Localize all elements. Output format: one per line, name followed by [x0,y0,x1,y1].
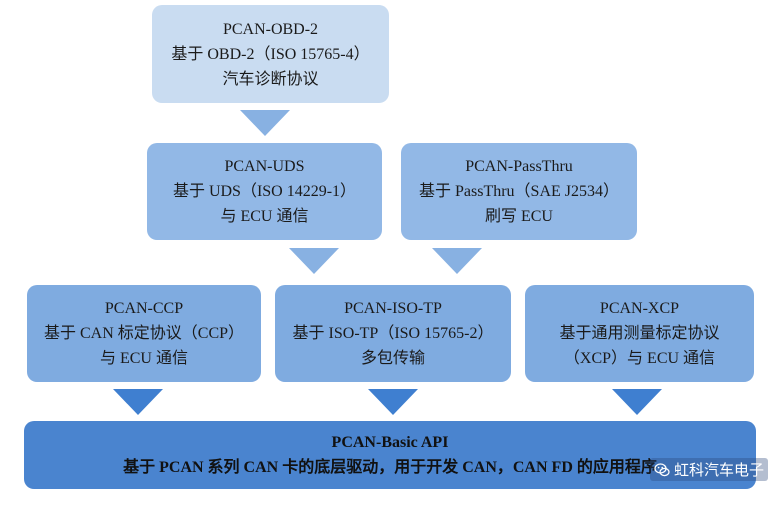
pcan-xcp-box: PCAN-XCP 基于通用测量标定协议 （XCP）与 ECU 通信 [525,285,754,382]
pcan-ccp-desc2: 与 ECU 通信 [99,350,188,367]
pcan-uds-desc: 基于 UDS（ISO 14229-1） [172,183,357,200]
arrow-down-icon [113,389,163,415]
watermark: 虹科汽车电子 [649,458,768,481]
pcan-obd2-desc2: 汽车诊断协议 [222,70,319,88]
pcan-obd2-box: PCAN-OBD-2 基于 OBD-2（ISO 15765-4） 汽车诊断协议 [152,5,389,103]
pcan-xcp-desc2: （XCP）与 ECU 通信 [563,350,716,367]
pcan-passthru-box: PCAN-PassThru 基于 PassThru（SAE J2534） 刷写 … [401,143,637,240]
pcan-uds-desc2: 与 ECU 通信 [220,208,309,225]
pcan-obd2-desc: 基于 OBD-2（ISO 15765-4） [171,45,370,63]
wechat-icon [654,462,670,476]
pcan-isotp-box: PCAN-ISO-TP 基于 ISO-TP（ISO 15765-2） 多包传输 [275,285,511,382]
arrow-down-icon [240,110,290,136]
pcan-isotp-title: PCAN-ISO-TP [344,300,442,317]
pcan-passthru-desc: 基于 PassThru（SAE J2534） [418,183,619,200]
pcan-basic-api-title: PCAN-Basic API [331,434,449,451]
pcan-passthru-title: PCAN-PassThru [465,158,573,175]
pcan-obd2-title: PCAN-OBD-2 [222,20,319,38]
pcan-ccp-title: PCAN-CCP [104,300,184,317]
pcan-isotp-desc2: 多包传输 [360,350,425,367]
pcan-isotp-desc: 基于 ISO-TP（ISO 15765-2） [292,325,494,342]
pcan-passthru-desc2: 刷写 ECU [484,208,553,225]
pcan-xcp-title: PCAN-XCP [599,300,680,317]
arrow-down-icon [368,389,418,415]
pcan-ccp-desc: 基于 CAN 标定协议（CCP） [43,325,245,342]
arrow-down-icon [612,389,662,415]
pcan-basic-api-desc: 基于 PCAN 系列 CAN 卡的底层驱动，用于开发 CAN，CAN FD 的应… [123,459,657,476]
pcan-xcp-desc: 基于通用测量标定协议 [559,325,720,342]
arrow-down-icon [432,248,482,274]
pcan-uds-box: PCAN-UDS 基于 UDS（ISO 14229-1） 与 ECU 通信 [147,143,382,240]
pcan-ccp-box: PCAN-CCP 基于 CAN 标定协议（CCP） 与 ECU 通信 [27,285,261,382]
pcan-uds-title: PCAN-UDS [224,158,305,175]
watermark-text: 虹科汽车电子 [673,461,764,479]
pcan-basic-api-box: PCAN-Basic API 基于 PCAN 系列 CAN 卡的底层驱动，用于开… [24,421,756,489]
arrow-down-icon [289,248,339,274]
